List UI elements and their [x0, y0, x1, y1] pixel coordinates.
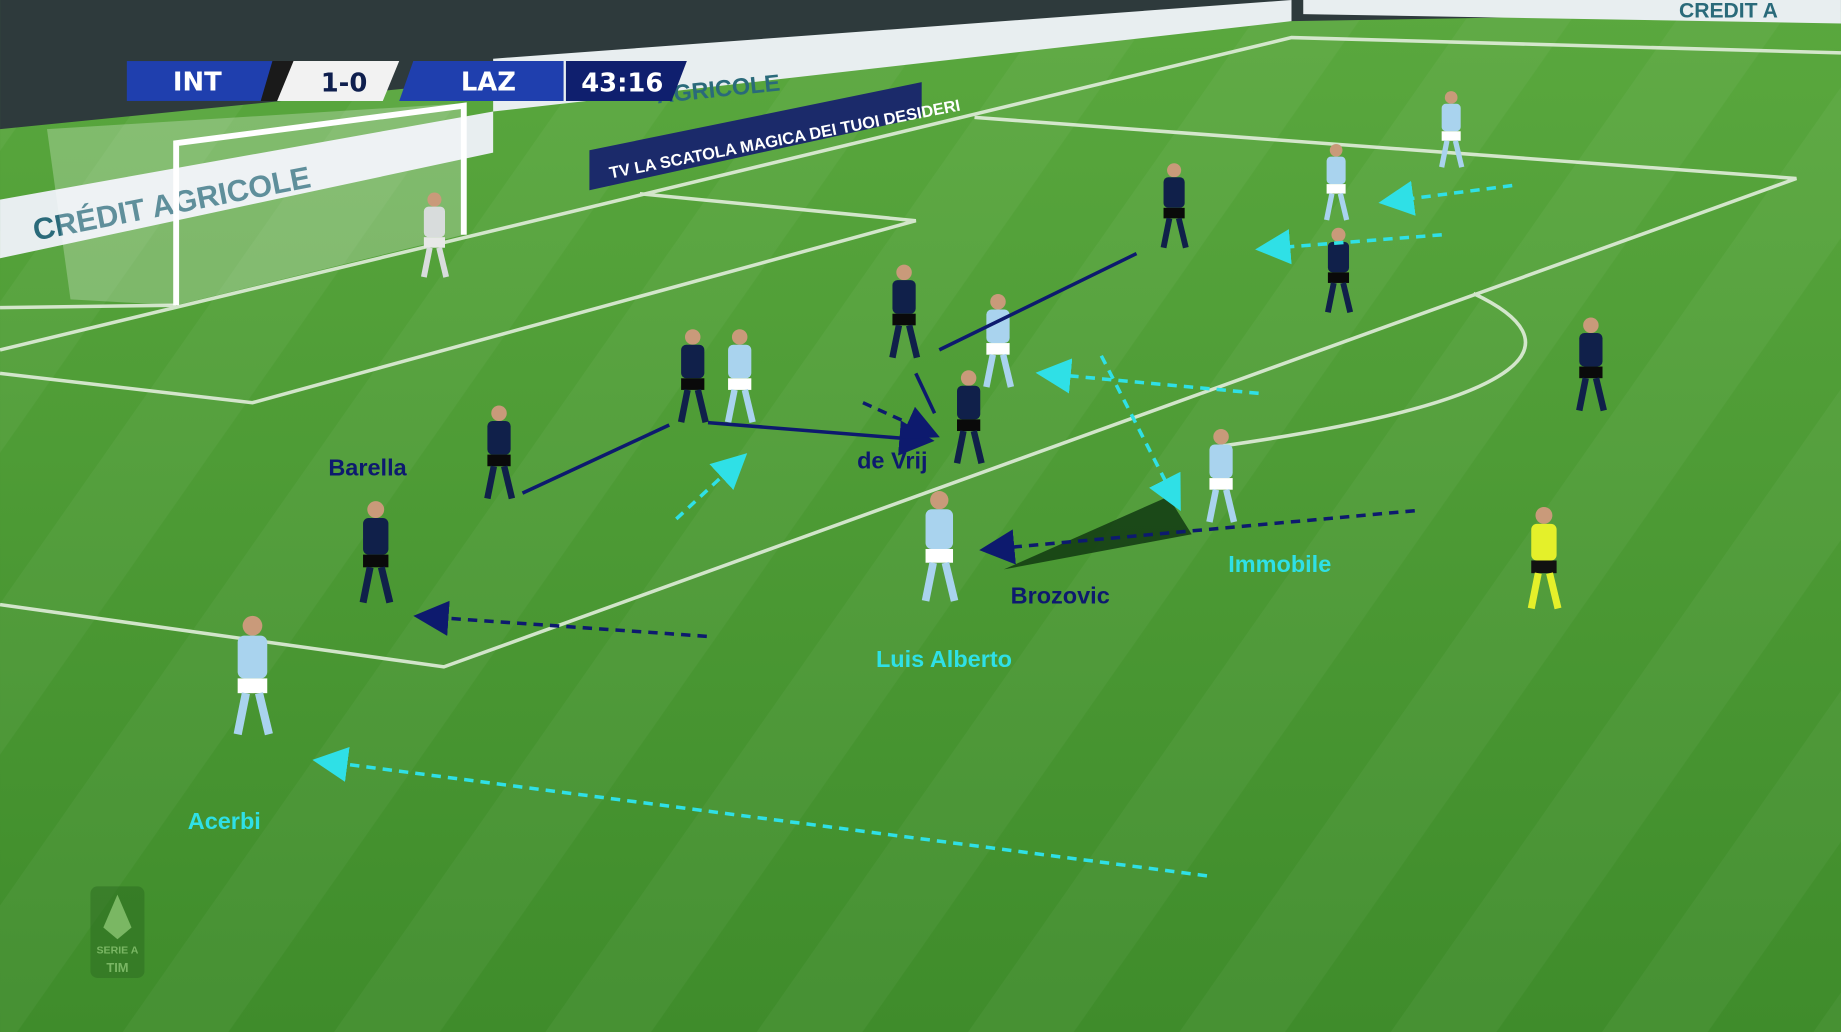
match-clock: 43:16	[581, 69, 663, 99]
serie-a-logo: SERIE A TIM	[90, 886, 145, 978]
player-figure	[953, 370, 985, 465]
player-figure	[1527, 506, 1562, 610]
player-figure	[420, 192, 450, 278]
player-figure	[484, 405, 516, 500]
ad-board-tv	[589, 82, 922, 191]
label-brozovic: Brozovic	[1011, 582, 1110, 608]
label-acerbi: Acerbi	[188, 808, 261, 834]
inter-line	[707, 420, 935, 456]
inter-line	[938, 252, 1138, 352]
player-figure	[1324, 143, 1350, 221]
lazio-dashed-arrow	[675, 453, 748, 521]
player-figure	[1325, 227, 1354, 313]
player-figure	[889, 264, 921, 359]
lazio-dashed-arrow	[1378, 180, 1513, 216]
label-luis-alberto: Luis Alberto	[876, 646, 1012, 672]
inter-dashed-arrow	[413, 600, 707, 639]
inter-dashed-arrow	[862, 401, 940, 439]
inter-line	[521, 423, 670, 495]
logo-league: SERIE A	[97, 944, 139, 956]
ad-board-main	[0, 111, 494, 259]
inter-dashed-arrow	[979, 508, 1415, 565]
lazio-dashed-arrow	[1255, 229, 1442, 265]
score: 1-0	[321, 69, 368, 99]
label-barella: Barella	[328, 454, 407, 480]
player-figure	[1439, 91, 1465, 168]
lazio-dashed-arrow	[1099, 354, 1181, 512]
player-figure	[921, 490, 959, 602]
goal	[46, 102, 467, 306]
player-figure	[359, 501, 394, 604]
passing-lane-triangle	[1003, 496, 1192, 570]
lazio-dashed-arrow	[1035, 358, 1259, 396]
player-figure	[1576, 317, 1607, 412]
player-figure	[1206, 429, 1238, 523]
player-figure	[233, 615, 273, 736]
home-team: INT	[173, 67, 222, 97]
player-figure	[724, 329, 756, 423]
ad-board-top-right-text: CREDIT A	[1679, 0, 1778, 23]
player-figure	[677, 329, 709, 423]
inter-line	[914, 372, 937, 415]
lazio-dashed-arrow	[312, 746, 1208, 878]
scoreboard: INT 1-0 LAZ 43:16	[126, 61, 687, 101]
ad-board-top	[493, 0, 1292, 112]
stands	[0, 0, 1841, 130]
label-de-vrij: de Vrij	[857, 447, 927, 473]
players	[233, 91, 1607, 736]
annotations	[312, 180, 1513, 878]
logo-sponsor: TIM	[106, 960, 128, 975]
label-immobile: Immobile	[1228, 551, 1331, 577]
away-team: LAZ	[461, 67, 516, 97]
player-figure	[1160, 163, 1189, 249]
